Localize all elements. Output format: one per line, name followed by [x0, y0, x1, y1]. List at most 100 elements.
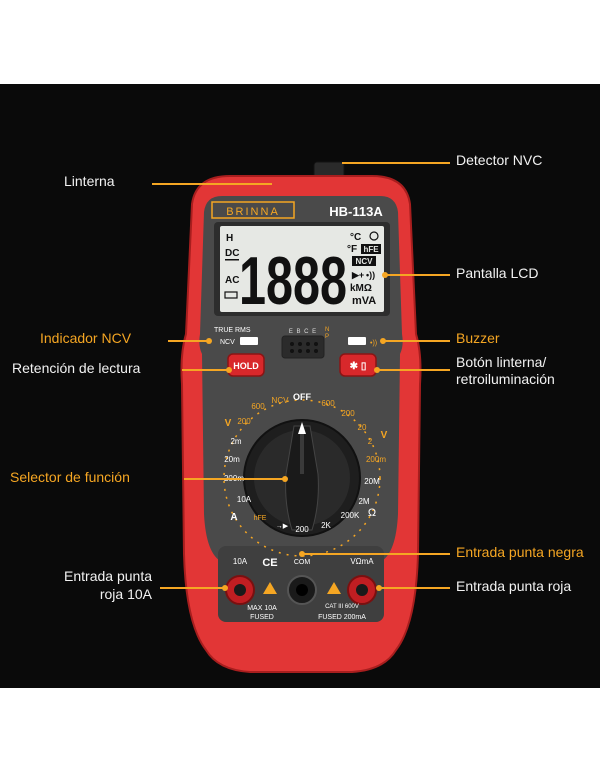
lcd-unit-c: °C — [350, 232, 361, 243]
buzzer-icon: •)) — [370, 340, 377, 347]
callout-flash-dot — [374, 367, 380, 373]
dial-2-top: 2 — [368, 437, 373, 446]
fused-200-label: FUSED 200mA — [318, 614, 366, 621]
flashlight-icon: ✱ ▯ — [350, 361, 367, 372]
label-detector-nvc: Detector NVC — [456, 152, 543, 168]
lcd-dc-indicator: DC — [225, 248, 239, 259]
body-edge — [180, 175, 422, 673]
callout-vma-dot — [376, 585, 382, 591]
jack-10a-label: 10A — [233, 557, 248, 566]
ncv-led — [240, 337, 258, 345]
dial-20-top: 20 — [358, 423, 367, 432]
callout-nvc-line — [342, 162, 450, 164]
label-boton-linterna-2: retroiluminación — [456, 371, 555, 387]
jack-vma-label: VΩmA — [350, 557, 374, 566]
callout-flash-line — [378, 369, 450, 371]
dial-v-ac: V — [381, 430, 388, 441]
callout-lcd-dot — [382, 272, 388, 278]
diagram-stage: BRINNA HB-113A 1888 H DC AC °C °F hFE NC… — [0, 84, 600, 688]
callout-hold-line — [182, 369, 228, 371]
callout-hold-dot — [226, 367, 232, 373]
ncv-indicator-label: NCV — [220, 339, 235, 346]
brand-name: BRINNA — [226, 206, 280, 218]
label-retencion: Retención de lectura — [12, 360, 141, 376]
dial-diode-mark: →▶ — [276, 523, 289, 530]
label-indicador-ncv: Indicador NCV — [40, 330, 132, 346]
lcd-unit-ncv: NCV — [356, 257, 374, 266]
lcd-diode-symbol: ▶+ — [351, 270, 364, 280]
dial-20m: 20m — [224, 455, 240, 464]
dial-2m: 2m — [230, 437, 241, 446]
lcd-unit-va: mVA — [352, 295, 376, 307]
callout-com-line — [302, 553, 450, 555]
callout-vma-line — [380, 587, 450, 589]
dial-200-left: 200 — [237, 417, 251, 426]
cat-label: CAT III 600V — [325, 604, 359, 610]
lcd-screen — [220, 226, 384, 312]
label-entrada-10a-1: Entrada punta — [64, 568, 152, 584]
label-pantalla-lcd: Pantalla LCD — [456, 265, 539, 281]
warning-icon-right — [327, 582, 341, 594]
dial-200m-top: 200m — [366, 455, 386, 464]
callout-10a-line — [160, 587, 226, 589]
dial-10a: 10A — [237, 495, 252, 504]
buzzer-led — [348, 337, 366, 345]
callout-lcd-line — [386, 274, 450, 276]
hold-button[interactable] — [227, 353, 265, 377]
hold-button-label: HOLD — [233, 361, 259, 371]
lcd-hold-indicator: H — [226, 233, 233, 244]
timer-icon — [369, 231, 379, 241]
dial-600-left: 600 — [251, 402, 265, 411]
dial-200-bottom: 200 — [295, 525, 309, 534]
dial-v-dc: V — [225, 418, 232, 429]
lcd-ac-indicator: AC — [225, 275, 239, 286]
socket-letters: E B C E — [289, 329, 317, 335]
callout-buzzer-dot — [380, 338, 386, 344]
socket-n: N — [325, 327, 329, 333]
label-buzzer: Buzzer — [456, 330, 500, 346]
label-linterna: Linterna — [64, 173, 115, 189]
model-name: HB-113A — [329, 204, 383, 219]
dial-2k: 2K — [321, 521, 331, 530]
dial-hfe: hFE — [254, 515, 267, 522]
callout-ncv-line — [168, 340, 208, 342]
lcd-unit-f: °F — [347, 244, 357, 255]
flashlight-button[interactable] — [339, 353, 377, 377]
buzzer-lcd-icon: •)) — [366, 270, 375, 280]
warning-icon-left — [263, 582, 277, 594]
label-entrada-10a-2: roja 10A — [99, 586, 152, 602]
ce-mark: CE — [262, 557, 277, 569]
callout-10a-dot — [222, 585, 228, 591]
lcd-unit-kmohm: kMΩ — [350, 283, 372, 294]
dial-200-top: 200 — [341, 409, 355, 418]
fused-label: FUSED — [250, 614, 274, 621]
dial-knob — [285, 425, 319, 531]
max-10a-label: MAX 10A — [247, 605, 277, 612]
dial-range-ring — [223, 399, 381, 557]
dial-ohm: Ω — [368, 507, 376, 519]
hfe-socket — [281, 335, 325, 359]
callout-linterna-line — [152, 183, 272, 185]
brand-badge — [211, 201, 295, 219]
true-rms-label: TRUE RMS — [214, 327, 251, 334]
dial-2M: 2M — [358, 497, 369, 506]
jack-com-label: COM — [294, 559, 311, 566]
label-entrada-negra: Entrada punta negra — [456, 544, 584, 560]
battery-icon — [224, 291, 238, 299]
label-entrada-roja: Entrada punta roja — [456, 578, 572, 594]
label-boton-linterna-1: Botón linterna/ — [456, 354, 547, 370]
label-selector: Selector de función — [10, 469, 130, 485]
dial-off: OFF — [293, 392, 311, 402]
lcd-digits: 1888 — [239, 243, 347, 319]
dial-ncv: NCV — [272, 396, 290, 405]
callout-buzzer-line — [384, 340, 450, 342]
dial-600-top: 600 — [321, 399, 335, 408]
callout-selector-dot — [282, 476, 288, 482]
dial-20M: 20M — [364, 477, 380, 486]
dial-a: A — [230, 512, 237, 523]
callout-ncv-dot — [206, 338, 212, 344]
dial-200K: 200K — [341, 511, 360, 520]
socket-p: P — [325, 334, 329, 340]
dial-pointer — [298, 422, 306, 434]
multimeter: BRINNA HB-113A 1888 H DC AC °C °F hFE NC… — [180, 161, 422, 673]
